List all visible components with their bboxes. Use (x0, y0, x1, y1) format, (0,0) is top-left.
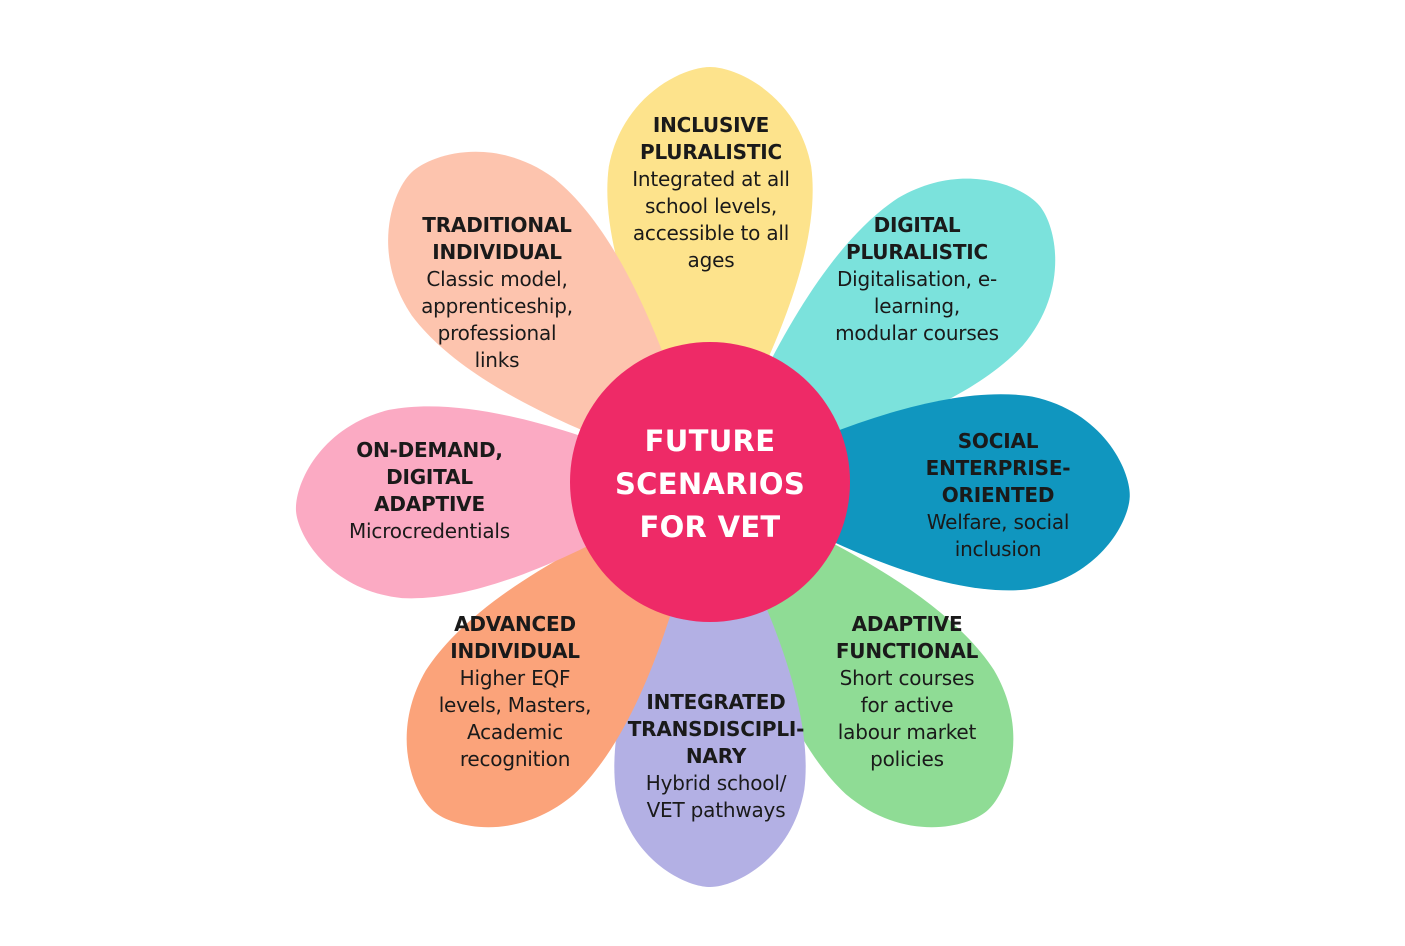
petal-title-line: PLURALISTIC (846, 240, 988, 264)
petal-description-line: Digitalisation, e- (836, 267, 998, 291)
petal-title-line: INDIVIDUAL (432, 240, 562, 264)
petal-description-line: recognition (459, 747, 571, 771)
petal-title-line: INDIVIDUAL (450, 639, 580, 663)
petal-description-line: policies (870, 747, 944, 771)
petal-label-digital-pluralistic: DIGITAL PLURALISTIC Digitalisation, e-lear… (812, 212, 1022, 347)
petal-description-line: Hybrid school/ (645, 771, 787, 795)
petal-description-line: Academic (466, 720, 564, 744)
center-circle (570, 342, 850, 622)
center-title-line: FOR VET (639, 510, 781, 544)
petal-title-line: DIGITAL (873, 213, 961, 237)
petal-title-line: PLURALISTIC (640, 140, 782, 164)
petal-description-line: apprenticeship, (421, 294, 573, 318)
petal-description-line: modular courses (835, 321, 999, 345)
petal-title-line: INTEGRATED (646, 690, 786, 714)
petal-title-line: ADAPTIVE (374, 492, 485, 516)
petal-description-line: learning, (873, 294, 961, 318)
petal-label-integrated-transdisciplinary: INTEGRATED TRANSDISCIPLI- NARY Hybrid schoo… (606, 689, 826, 824)
petal-title-line: ADVANCED (454, 612, 576, 636)
petal-description-line: accessible to all (632, 221, 790, 245)
petal-label-on-demand-digital-adaptive: ON-DEMAND, DIGITAL ADAPTIVE Microcredential… (322, 437, 537, 545)
petal-description-line: Welfare, social (926, 510, 1070, 534)
petal-title-line: ADAPTIVE (851, 612, 963, 636)
petal-description-line: VET pathways (646, 798, 786, 822)
petal-description-line: ages (687, 248, 735, 272)
petal-title-line: SOCIAL (957, 429, 1039, 453)
petal-description-line: Integrated at all (632, 167, 790, 191)
petal-label-traditional-individual: TRADITIONAL INDIVIDUAL Classic model, appre… (392, 212, 602, 374)
petal-description-line: Higher EQF (459, 666, 571, 690)
petal-description-line: Classic model, (426, 267, 568, 291)
petal-label-adaptive-functional: ADAPTIVE FUNCTIONAL Short courses for activ… (802, 611, 1012, 773)
center-title: FUTURE SCENARIOS FOR VET (598, 420, 822, 549)
petal-description-line: Microcredentials (348, 519, 511, 543)
petal-label-inclusive-pluralistic: INCLUSIVE PLURALISTIC Integrated at all sch… (606, 112, 816, 274)
petal-description-line: professional (437, 321, 557, 345)
petal-description-line: labour market (837, 720, 977, 744)
petal-title-line: FUNCTIONAL (835, 639, 979, 663)
petal-title-line: ORIENTED (941, 483, 1055, 507)
petal-title-line: ENTERPRISE- (925, 456, 1071, 480)
petal-label-advanced-individual: ADVANCED INDIVIDUAL Higher EQF levels, Mast… (410, 611, 620, 773)
center-title-line: FUTURE (644, 424, 776, 458)
petal-label-social-enterprise-oriented: SOCIAL ENTERPRISE- ORIENTED Welfare, social… (893, 428, 1103, 563)
petal-description-line: inclusion (954, 537, 1042, 561)
petal-title-line: ON-DEMAND, (356, 438, 503, 462)
petal-title-line: DIGITAL (386, 465, 473, 489)
petal-title-line: NARY (685, 744, 747, 768)
petal-title-line: INCLUSIVE (652, 113, 770, 137)
petal-title-line: TRADITIONAL (422, 213, 572, 237)
petal-description-line: links (474, 348, 520, 372)
petal-description-line: levels, Masters, (438, 693, 592, 717)
petal-title-line: TRANSDISCIPLI- (627, 717, 805, 741)
petal-description-line: for active (860, 693, 954, 717)
petal-description-line: school levels, (644, 194, 777, 218)
petal-description-line: Short courses (839, 666, 975, 690)
center-title-line: SCENARIOS (614, 467, 806, 501)
